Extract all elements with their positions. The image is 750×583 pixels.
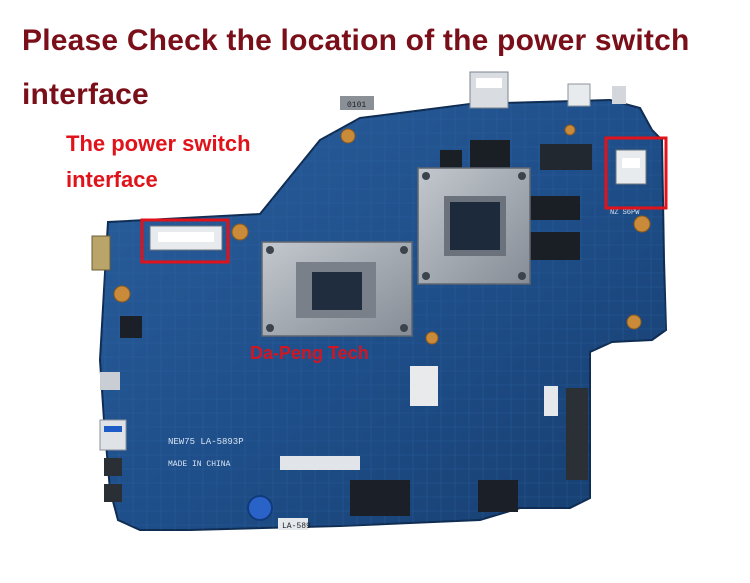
memory-chips bbox=[440, 140, 592, 260]
power-switch-callout: The power switch interface bbox=[66, 131, 251, 192]
board-model-label: NEW75 LA-5893P bbox=[168, 437, 244, 447]
headline: Please Check the location of the power s… bbox=[22, 24, 690, 111]
board-short-label: LA-589 bbox=[282, 522, 311, 531]
board-corner-mark: NZ S6PW bbox=[610, 209, 640, 217]
bottom-components bbox=[247, 366, 588, 530]
board-origin-label: MADE IN CHINA bbox=[168, 460, 231, 469]
left-ports bbox=[91, 235, 142, 502]
cpu-socket bbox=[261, 241, 413, 337]
top-connectors bbox=[340, 71, 626, 110]
highlight-box-right bbox=[604, 136, 668, 210]
screw-pads bbox=[113, 124, 651, 345]
watermark-text: Da-Peng Tech bbox=[250, 343, 369, 363]
gpu-heatsink bbox=[417, 167, 531, 285]
highlight-box-left bbox=[140, 218, 230, 264]
board-chip-mark: 0101 bbox=[347, 101, 366, 110]
